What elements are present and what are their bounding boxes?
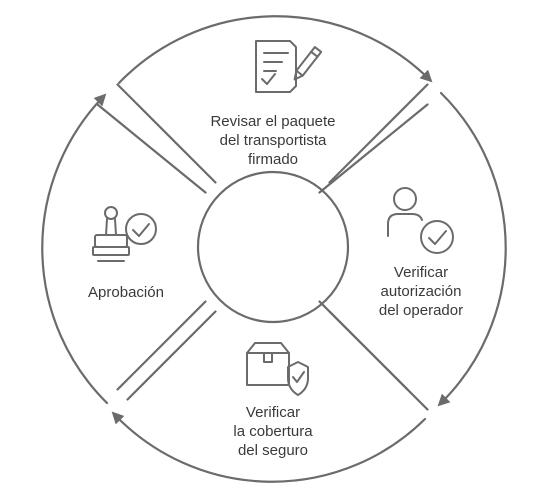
approval-stamp-icon	[92, 206, 157, 262]
operator-check-icon	[387, 187, 454, 254]
step-label-left: Aprobación	[88, 284, 164, 301]
cycle-arc-right-bottom	[437, 91, 507, 407]
separator-bottom-left	[116, 300, 217, 401]
step-label-top: Revisar el paquete del transportista fir…	[210, 113, 336, 168]
center-hub	[196, 170, 350, 324]
cycle-arc-bottom-left	[111, 411, 427, 483]
separator-top-left	[96, 83, 217, 194]
package-shield-icon	[246, 342, 309, 396]
step-label-right: Verificar autorización del operador	[378, 264, 464, 319]
signed-document-icon	[255, 40, 323, 93]
cycle-arc-left-top	[41, 93, 109, 405]
cycle-arc-top-right	[117, 15, 433, 85]
separator-top-right	[318, 83, 429, 194]
step-label-bottom: Verificar la cobertura del seguro	[233, 404, 313, 459]
separator-bottom-right	[318, 300, 429, 411]
